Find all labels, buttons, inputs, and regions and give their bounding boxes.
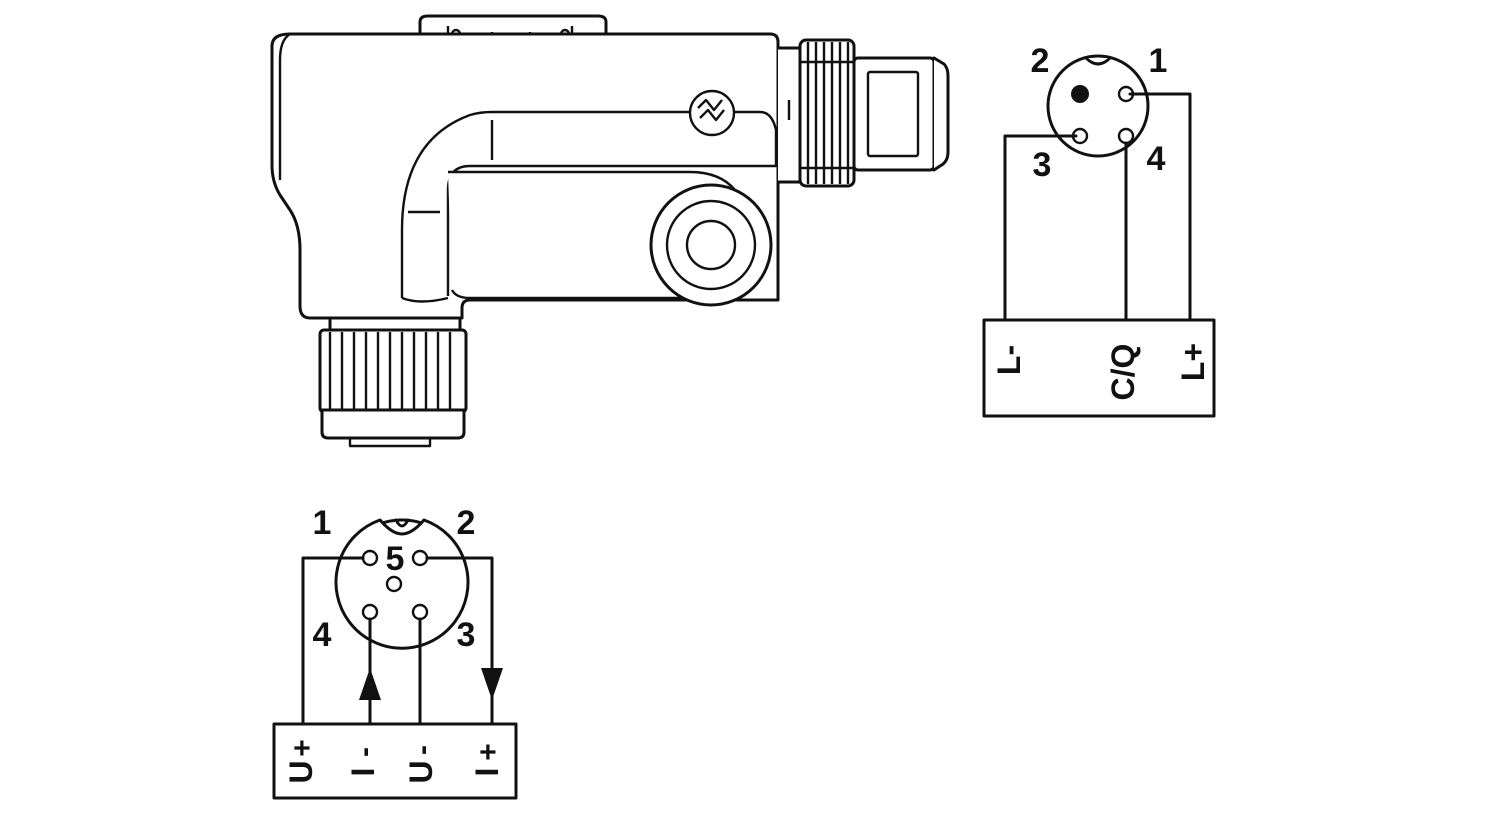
pin-label-3: 3 (457, 616, 476, 654)
terminal-iplus: I + (469, 743, 505, 776)
pin-label-4: 4 (313, 616, 332, 654)
arrow-down-icon (481, 668, 503, 700)
pin-label-2: 2 (457, 504, 476, 542)
pin-label-4: 4 (1147, 140, 1166, 178)
terminal-sub-uplus: + (286, 739, 319, 757)
terminal-main-uplus: U (283, 760, 319, 783)
terminal-iminus: I - (345, 747, 381, 776)
pin-label-1: 1 (313, 504, 332, 542)
terminal-box (982, 318, 1216, 418)
terminal-main-iplus: I (469, 768, 505, 777)
terminal-label-lplus: L+ (1175, 343, 1211, 381)
m12-female-coupling (318, 316, 468, 448)
arrow-up-icon (359, 668, 381, 700)
pin-label-5: 5 (386, 540, 405, 578)
terminal-sub-uminus: - (406, 745, 439, 755)
pin-5-contact (385, 575, 403, 593)
pin-3-contact (411, 603, 429, 621)
wire-pin3-lminus (1003, 134, 1078, 322)
brand-logo-icon (688, 89, 736, 137)
terminal-uplus: U + (283, 739, 319, 783)
wire-pin1-lplus (1128, 92, 1192, 322)
terminal-box (272, 722, 518, 800)
angled-connector-drawing (270, 14, 950, 448)
terminal-uminus: U - (403, 745, 439, 784)
terminal-label-lminus: L- (991, 345, 1027, 375)
pin-2-contact (411, 549, 429, 567)
pin-label-3: 3 (1033, 146, 1052, 184)
pin-4-contact (361, 603, 379, 621)
coding-key (1084, 56, 1112, 66)
pin-label-1: 1 (1149, 42, 1168, 80)
connector-face (1046, 54, 1150, 158)
wire-pin1-uplus (301, 556, 365, 726)
pin-2-contact (1071, 85, 1089, 103)
terminal-label-cq: C/Q (1105, 344, 1141, 401)
m12-female-pinout: 1 2 3 4 5 U + I - U - I + (272, 504, 518, 800)
pin-label-2: 2 (1031, 42, 1050, 80)
m12-male-coupling (776, 38, 950, 188)
terminal-sub-iminus: - (348, 747, 381, 757)
terminal-sub-iplus: + (472, 743, 505, 761)
m12-male-pinout: 1 2 3 4 L- C/Q L+ (982, 42, 1216, 418)
pin-1-contact (361, 549, 379, 567)
terminal-main-uminus: U (403, 760, 439, 783)
pin-4-contact (1117, 127, 1135, 145)
terminal-main-iminus: I (345, 768, 381, 777)
